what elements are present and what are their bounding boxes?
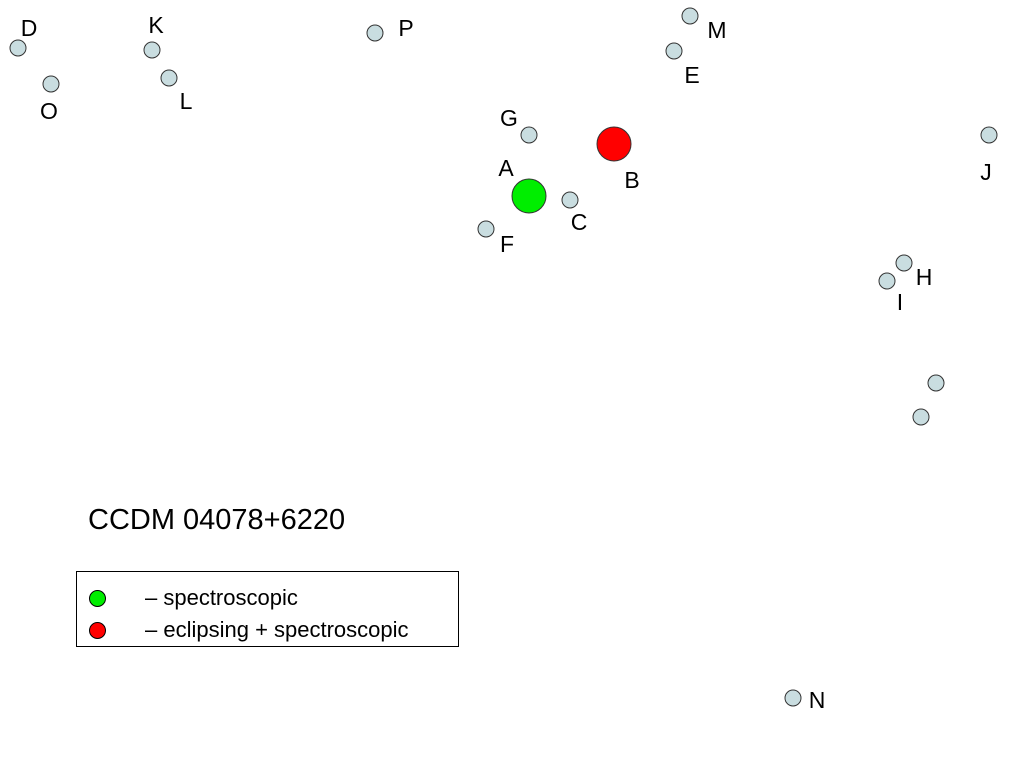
star-label-o: O xyxy=(40,98,58,124)
star-e xyxy=(665,42,683,60)
star-label-n: N xyxy=(809,687,826,713)
star-d xyxy=(9,39,27,57)
map-title: CCDM 04078+6220 xyxy=(88,504,346,536)
legend-label-eclipsing: – eclipsing + spectroscopic xyxy=(145,617,409,642)
star-label-c: C xyxy=(571,209,588,235)
star-unlabeled-16 xyxy=(927,374,945,392)
star-b xyxy=(596,126,632,162)
star-label-l: L xyxy=(180,88,193,114)
legend-label-spectroscopic: – spectroscopic xyxy=(145,585,298,610)
star-h xyxy=(895,254,913,272)
star-label-h: H xyxy=(916,264,933,290)
star-label-m: M xyxy=(707,17,726,43)
star-g xyxy=(520,126,538,144)
star-j xyxy=(980,126,998,144)
legend-red-dot xyxy=(89,621,106,639)
star-label-p: P xyxy=(398,15,413,41)
star-label-e: E xyxy=(684,62,699,88)
star-o xyxy=(42,75,60,93)
legend-green-dot xyxy=(89,589,106,607)
star-label-b: B xyxy=(624,167,639,193)
star-label-f: F xyxy=(500,231,514,257)
star-k xyxy=(143,41,161,59)
star-n xyxy=(784,689,802,707)
legend-item-eclipsing: – eclipsing + spectroscopic xyxy=(89,616,409,644)
star-l xyxy=(160,69,178,87)
star-label-k: K xyxy=(148,12,164,38)
star-a xyxy=(511,178,547,214)
star-label-j: J xyxy=(980,159,992,185)
star-label-i: I xyxy=(897,289,903,315)
star-m xyxy=(681,7,699,25)
star-label-d: D xyxy=(21,15,38,41)
legend: – spectroscopic – eclipsing + spectrosco… xyxy=(76,571,459,647)
star-c xyxy=(561,191,579,209)
star-unlabeled-17 xyxy=(912,408,930,426)
legend-item-spectroscopic: – spectroscopic xyxy=(89,584,298,612)
star-p xyxy=(366,24,384,42)
star-label-a: A xyxy=(498,155,514,181)
star-i xyxy=(878,272,896,290)
star-f xyxy=(477,220,495,238)
star-label-g: G xyxy=(500,105,518,131)
